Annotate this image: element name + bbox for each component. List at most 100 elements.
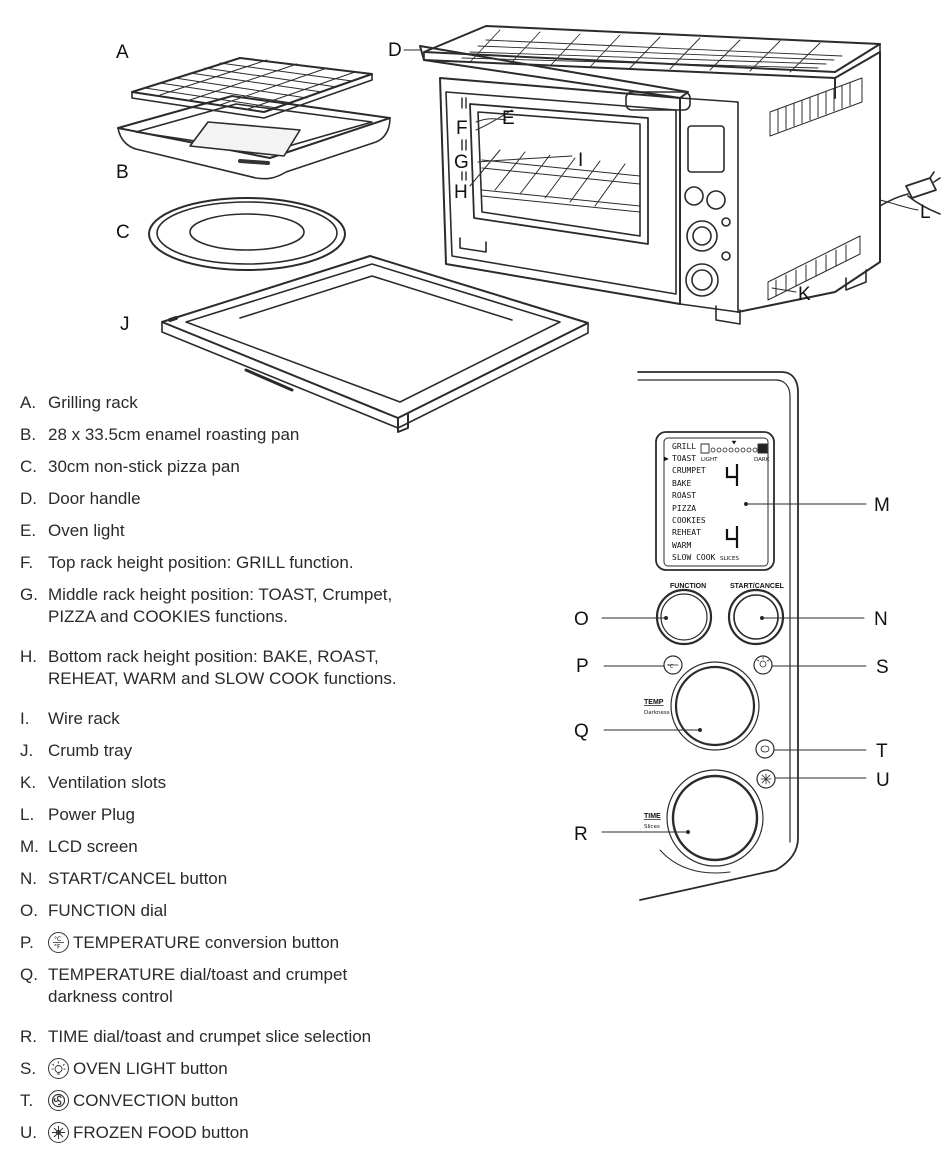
- callout-q: Q: [574, 721, 589, 742]
- legend-key: G.: [20, 585, 38, 604]
- legend-text: Middle rack height position: TOAST, Crum…: [48, 584, 392, 628]
- legend-item: T. CONVECTION button: [20, 1090, 238, 1112]
- legend-key: P.: [20, 933, 34, 952]
- legend-item: I. Wire rack: [20, 708, 120, 730]
- callout-p: P: [576, 656, 589, 677]
- callout-j: J: [120, 314, 130, 335]
- legend-text: Power Plug: [48, 804, 135, 826]
- legend-line: Door handle: [48, 489, 141, 508]
- legend-key: M.: [20, 837, 39, 856]
- legend-key: S.: [20, 1059, 37, 1078]
- legend-text: 30cm non-stick pizza pan: [48, 456, 240, 478]
- legend-key: E.: [20, 521, 37, 540]
- lcd-function-toast: TOAST: [672, 454, 696, 463]
- legend-item: B. 28 x 33.5cm enamel roasting pan: [20, 424, 299, 446]
- legend-text: FROZEN FOOD button: [48, 1122, 249, 1144]
- legend-key: J.: [20, 741, 34, 760]
- legend-item: A. Grilling rack: [20, 392, 138, 414]
- legend-line: TEMPERATURE dial/toast and crumpet: [48, 965, 348, 984]
- temp-sub-label: Darkness: [644, 710, 670, 716]
- function-label: FUNCTION: [670, 583, 706, 590]
- legend-key: C.: [20, 457, 37, 476]
- callout-g: G: [454, 152, 469, 173]
- legend-item: H. Bottom rack height position: BAKE, ROA…: [20, 646, 397, 690]
- legend-item: K. Ventilation slots: [20, 772, 166, 794]
- lcd-dark-label: DARK: [754, 457, 770, 463]
- legend-line: PIZZA and COOKIES functions.: [48, 607, 288, 626]
- legend-text: Door handle: [48, 488, 141, 510]
- legend-line: Grilling rack: [48, 393, 138, 412]
- lcd-function-bake: BAKE: [672, 479, 691, 488]
- callout-k: K: [798, 284, 811, 305]
- svg-text:°C: °C: [667, 664, 674, 670]
- lcd-slices-label: SLICES: [720, 556, 739, 562]
- lcd-light-label: LIGHT: [701, 457, 718, 463]
- legend-line: Top rack height position: GRILL function…: [48, 553, 354, 572]
- legend-key: I.: [20, 709, 30, 728]
- legend-key: K.: [20, 773, 37, 792]
- legend-item: N. START/CANCEL button: [20, 868, 227, 890]
- callout-f: F: [456, 118, 468, 139]
- legend-line: Middle rack height position: TOAST, Crum…: [48, 585, 393, 604]
- callout-o: O: [574, 609, 589, 630]
- lcd-function-slow-cook: SLOW COOK: [672, 553, 716, 562]
- legend-key: F.: [20, 553, 34, 572]
- legend-key: H.: [20, 647, 37, 666]
- lcd-function-grill: GRILL: [672, 442, 696, 451]
- legend-line: Wire rack: [48, 709, 120, 728]
- legend-text: Wire rack: [48, 708, 120, 730]
- legend-line: REHEAT, WARM and SLOW COOK functions.: [48, 669, 397, 688]
- legend-key: A.: [20, 393, 37, 412]
- legend-item: M. LCD screen: [20, 836, 138, 858]
- legend-line: 28 x 33.5cm enamel roasting pan: [48, 425, 300, 444]
- legend-item: S.OVEN LIGHT button: [20, 1058, 228, 1080]
- callout-e: E: [502, 108, 515, 129]
- callout-l: L: [920, 202, 931, 223]
- oven-light-icon: [48, 1058, 69, 1080]
- lcd-function-reheat: REHEAT: [672, 528, 701, 537]
- legend-text: Bottom rack height position: BAKE, ROAST…: [48, 646, 397, 690]
- legend-line: FROZEN FOOD button: [73, 1123, 249, 1142]
- legend-key: L.: [20, 805, 35, 824]
- legend-item: G. Middle rack height position: TOAST, Cr…: [20, 584, 392, 628]
- legend-key: T.: [20, 1091, 34, 1110]
- legend-line: FUNCTION dial: [48, 901, 168, 920]
- lcd-selected-marker: ▶: [664, 454, 669, 463]
- callout-i: I: [578, 150, 583, 171]
- legend-item: J.Crumb tray: [20, 740, 132, 762]
- time-sub-label: Slices: [644, 824, 660, 830]
- legend-text: Oven light: [48, 520, 125, 542]
- convection-icon: [48, 1090, 69, 1112]
- legend-line: darkness control: [48, 987, 173, 1006]
- legend-text: Grilling rack: [48, 392, 138, 414]
- legend-text: START/CANCEL button: [48, 868, 227, 890]
- callout-c: C: [116, 222, 130, 243]
- legend-line: CONVECTION button: [73, 1091, 239, 1110]
- lcd-function-warm: WARM: [672, 541, 691, 550]
- legend-key: D.: [20, 489, 37, 508]
- legend-item: C. 30cm non-stick pizza pan: [20, 456, 240, 478]
- toaster-oven: [419, 25, 941, 325]
- legend-key: U.: [20, 1123, 37, 1142]
- roasting-pan: [117, 95, 391, 180]
- legend-line: LCD screen: [48, 837, 138, 856]
- legend-item: L. Power Plug: [20, 804, 135, 826]
- frozen-food-icon: [48, 1122, 69, 1144]
- legend-line: TIME dial/toast and crumpet slice select…: [48, 1027, 372, 1046]
- temp-label: TEMP: [644, 699, 664, 706]
- legend-key: B.: [20, 425, 37, 444]
- legend-item: U. FROZEN FOOD button: [20, 1122, 249, 1144]
- legend-item: O.FUNCTION dial: [20, 900, 167, 922]
- legend-text: CONVECTION button: [48, 1090, 238, 1112]
- legend-text: Ventilation slots: [48, 772, 166, 794]
- legend-text: TIME dial/toast and crumpet slice select…: [48, 1026, 371, 1048]
- lcd-function-roast: ROAST: [672, 491, 696, 500]
- callout-n: N: [874, 609, 888, 630]
- time-label: TIME: [644, 813, 661, 820]
- legend-key: N.: [20, 869, 37, 888]
- legend-line: START/CANCEL button: [48, 869, 228, 888]
- legend-item: R.TIME dial/toast and crumpet slice sele…: [20, 1026, 371, 1048]
- legend-line: Bottom rack height position: BAKE, ROAST…: [48, 647, 379, 666]
